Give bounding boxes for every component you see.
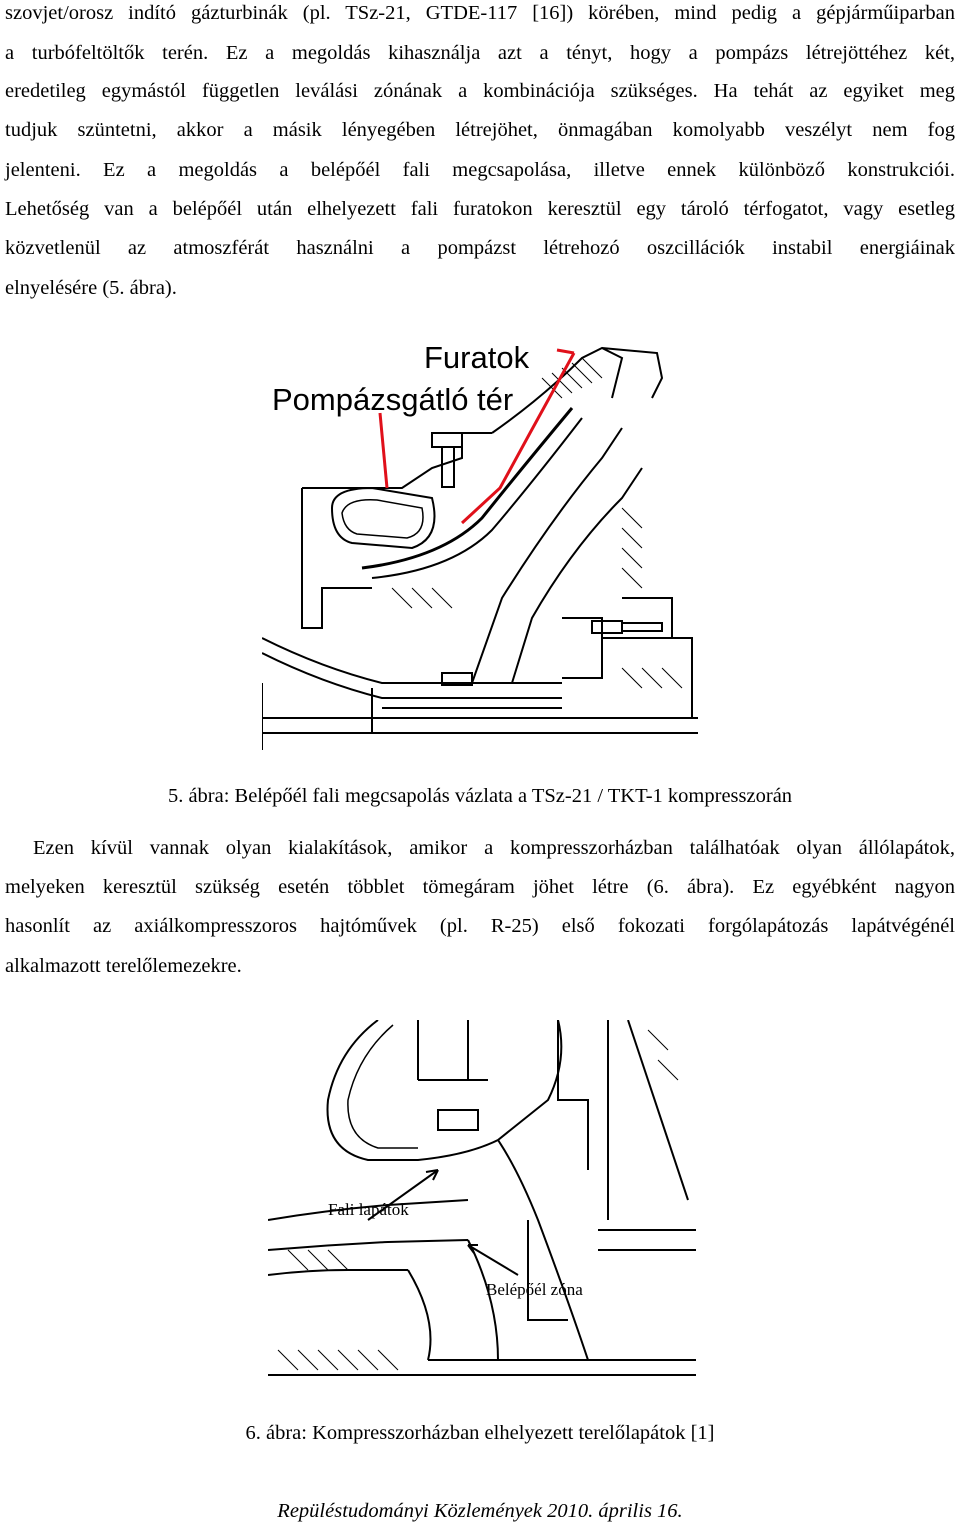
paragraph2-line-2: melyeken keresztül szükség esetén többle…	[5, 876, 955, 898]
paragraph2-line-4: alkalmazott terelőlemezekre.	[5, 955, 242, 977]
fali-lapatok-label: Fali lapátok	[328, 1200, 409, 1219]
paragraph2-line-3: hasonlít az axiálkompresszoros hajtóműve…	[5, 915, 955, 937]
figure5-caption: 5. ábra: Belépőél fali megcsapolás vázla…	[167, 785, 793, 807]
paragraph1-line-8: elnyelésére (5. ábra).	[5, 277, 177, 299]
pompazsgatlo-label: Pompázsgátló tér	[272, 382, 513, 417]
furatok-label: Furatok	[424, 340, 530, 375]
page-footer: Repüléstudományi Közlemények 2010. ápril…	[277, 1500, 683, 1522]
belepoel-zona-label: Belépőél zóna	[486, 1280, 583, 1299]
paragraph1-line-7: közvetlenül az atmoszférát használni a p…	[5, 237, 955, 259]
paragraph1-line-3: eredetileg egymástól független leválási …	[5, 80, 955, 102]
red-arrows	[378, 348, 576, 525]
paragraph1-line-6: Lehetőség van a belépőél után elhelyezet…	[5, 198, 955, 220]
figure6-drawing: Fali lapátok Belépőél zóna	[268, 1020, 696, 1390]
compressor-vanes-drawing: Fali lapátok Belépőél zóna	[268, 1020, 696, 1376]
paragraph1-line-4: tudjuk szüntetni, akkor a másik lényegéb…	[5, 119, 955, 141]
pompazsgatlo-arrow	[378, 412, 389, 489]
black-arrows	[367, 1169, 519, 1276]
figure6-caption: 6. ábra: Kompresszorházban elhelyezett t…	[245, 1422, 715, 1444]
paragraph1-line-2: a turbófeltöltők terén. Ez a megoldás ki…	[5, 42, 955, 64]
paragraph1-line-1: szovjet/orosz indító gázturbinák (pl. TS…	[5, 2, 955, 24]
furatok-arrow	[460, 352, 576, 525]
figure5-drawing: Furatok Pompázsgátló tér	[262, 338, 698, 750]
paragraph2-line-1: Ezen kívül vannak olyan kialakítások, am…	[33, 837, 955, 859]
fali-lapatok-arrow	[367, 1169, 439, 1221]
compressor-cross-section-drawing: Furatok Pompázsgátló tér	[262, 340, 698, 750]
paragraph1-line-5: jelenteni. Ez a megoldás a belépőél fali…	[5, 159, 955, 181]
belepoel-arrow	[467, 1244, 519, 1276]
